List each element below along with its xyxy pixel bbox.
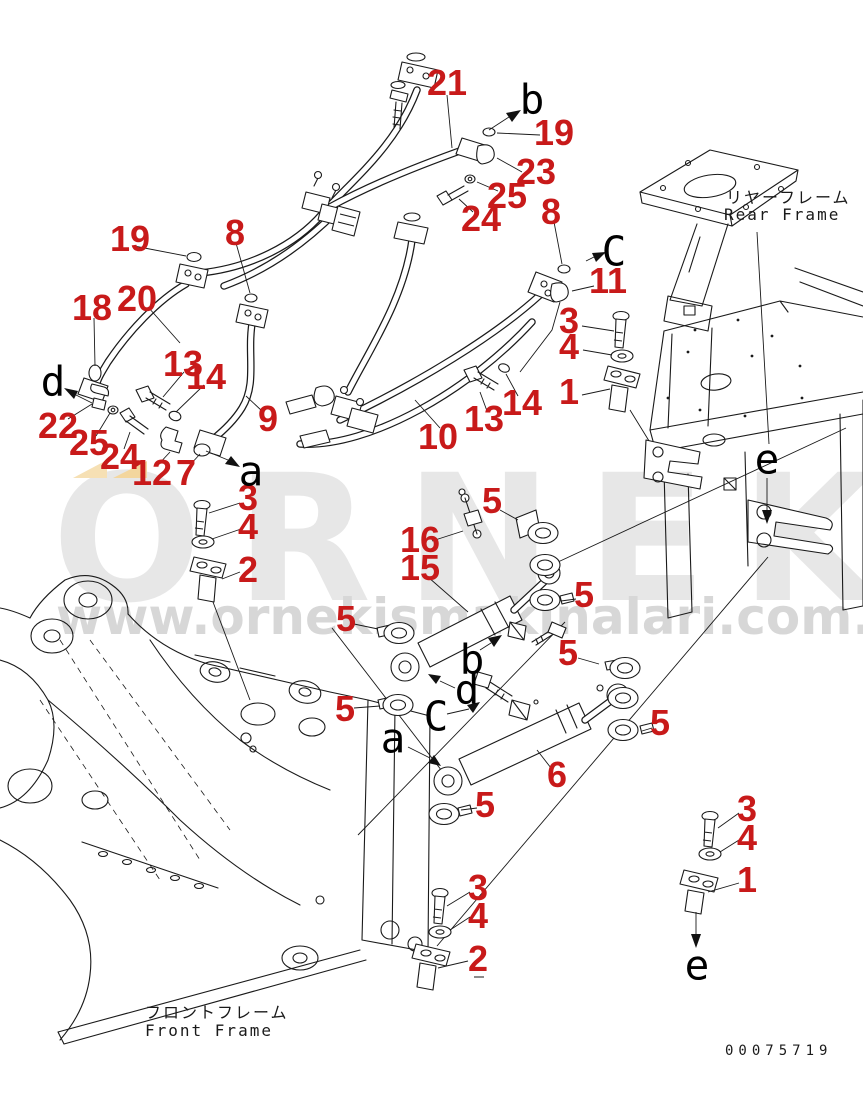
callout-5: 5 <box>474 784 496 825</box>
callout-5: 5 <box>334 688 356 729</box>
view-marker-a: a <box>238 447 264 496</box>
callout-8: 8 <box>540 191 562 232</box>
callout-24: 24 <box>99 436 141 477</box>
view-marker-a: a <box>380 714 406 763</box>
callout-4: 4 <box>467 895 489 936</box>
callout-22: 22 <box>37 405 79 446</box>
front-frame-label-en: Front Frame <box>145 1021 273 1040</box>
callout-13: 13 <box>162 343 204 384</box>
callout-2: 2 <box>237 549 259 590</box>
callout-1: 1 <box>736 859 758 900</box>
rear-frame-art <box>640 150 863 618</box>
callout-4: 4 <box>237 506 259 547</box>
callout-14: 14 <box>185 356 227 397</box>
view-marker-d: d <box>40 357 66 406</box>
callout-24: 24 <box>460 198 502 239</box>
callout-10: 10 <box>417 416 459 457</box>
view-marker-e: e <box>684 941 710 990</box>
pin-2-parts <box>190 557 450 990</box>
view-arrows <box>64 110 772 948</box>
callout-3: 3 <box>237 477 259 518</box>
callout-25: 25 <box>486 175 528 216</box>
rear-frame-label-jp: リヤーフレーム <box>726 188 851 207</box>
callout-2: 2 <box>467 938 489 979</box>
view-marker-b: b <box>459 635 485 684</box>
callout-5: 5 <box>481 480 503 521</box>
callout-19: 19 <box>109 218 151 259</box>
watermark-brand-text: ORNEK <box>52 437 863 642</box>
callout-23: 23 <box>515 151 557 192</box>
callout-8: 8 <box>224 212 246 253</box>
callout-4: 4 <box>736 817 758 858</box>
view-marker-b: b <box>519 75 545 124</box>
callout-18: 18 <box>71 287 113 328</box>
pin-1-parts <box>604 366 718 914</box>
callout-5: 5 <box>573 574 595 615</box>
callout-5: 5 <box>649 702 671 743</box>
eye-rings <box>377 510 654 825</box>
callout-7: 7 <box>175 452 197 493</box>
callout-16: 16 <box>399 519 441 560</box>
assembly-lines <box>213 410 846 946</box>
callout-20: 20 <box>116 278 158 319</box>
callout-1: 1 <box>558 371 580 412</box>
callout-5: 5 <box>335 598 357 639</box>
callout-5: 5 <box>557 632 579 673</box>
callout-4: 4 <box>558 326 580 367</box>
hardware-art <box>91 175 721 990</box>
drawing-number: 00075719 <box>725 1043 833 1059</box>
view-marker-c: C <box>423 692 449 741</box>
cylinders-art <box>377 489 654 825</box>
watermark-triangles <box>73 460 147 478</box>
view-marker-d: d <box>454 665 480 714</box>
front-frame-label-jp: フロントフレーム <box>145 1003 289 1022</box>
callout-11: 11 <box>588 260 628 301</box>
bolt-13-parts <box>136 362 511 422</box>
callout-21: 21 <box>426 62 468 103</box>
callout-19: 19 <box>533 112 575 153</box>
washer-4-parts <box>192 350 721 938</box>
view-marker-e: e <box>754 435 780 484</box>
fittings-art <box>78 53 570 456</box>
callout-15: 15 <box>399 547 441 588</box>
callout-3: 3 <box>558 300 580 341</box>
callout-14: 14 <box>501 382 543 423</box>
callout-25: 25 <box>68 422 110 463</box>
callout-13: 13 <box>463 398 505 439</box>
callout-6: 6 <box>546 754 568 795</box>
bolt-3-parts <box>194 312 718 925</box>
rear-frame-label-en: Rear Frame <box>724 205 841 224</box>
callout-3: 3 <box>736 788 758 829</box>
leader-lines <box>68 95 769 977</box>
callout-3: 3 <box>467 867 489 908</box>
callout-9: 9 <box>257 398 279 439</box>
front-frame-art <box>0 576 430 1044</box>
callout-12: 12 <box>131 452 173 493</box>
view-marker-c: C <box>601 227 627 276</box>
small-mount-parts <box>91 175 475 453</box>
